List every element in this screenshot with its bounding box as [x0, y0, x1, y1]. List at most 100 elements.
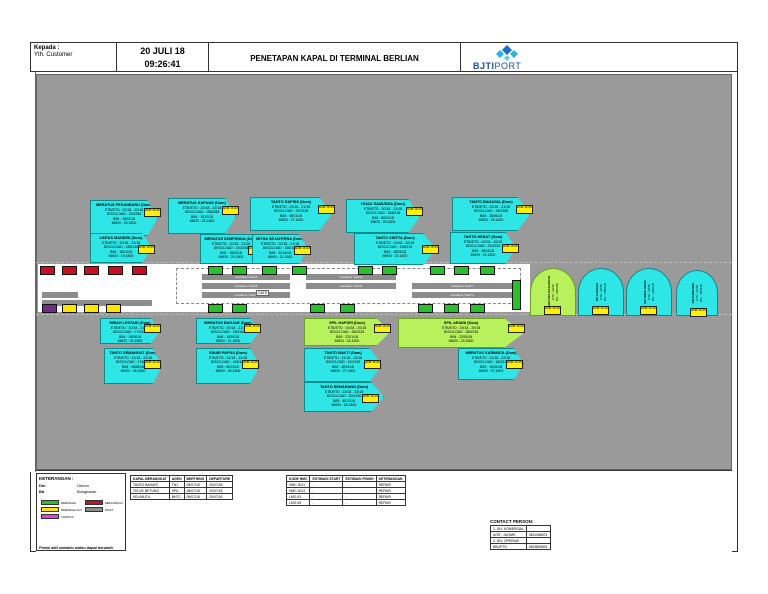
crane-17 [106, 304, 121, 313]
vessel-card: MERATUS KAPUAS (Dom)ETB/ETD : 20/18 - 22… [168, 198, 236, 234]
berth-window-tag: ENB 16.00 [508, 324, 525, 333]
vessel-name: MERATUS BANJAR (Dom) [204, 321, 252, 325]
vessel-l3: B/M : 4503/18 [384, 249, 406, 254]
crane-15 [62, 304, 77, 313]
crane-3 [108, 266, 123, 275]
crane-12 [454, 266, 469, 275]
crane-10 [382, 266, 397, 275]
recipient-cell: Kepada : Yth. Customer [31, 43, 117, 71]
vessel-name: SINAR PAPUA (Dom) [209, 351, 247, 355]
legend-swatch-magenta [41, 514, 59, 519]
berth-window-tag: ENB 16.00 [406, 207, 423, 216]
vessel-l2: DISC/LOAD : 195/210 [377, 245, 413, 249]
logo-thin-text: PORT [494, 61, 522, 71]
vessel-name: TANTO BAKTI (Dom) [324, 351, 362, 355]
vessel-l4: MMSI : 19.1800 [108, 254, 134, 258]
vessel-l2: DISC/LOAD : 155/140 [103, 245, 139, 249]
crane-16 [84, 304, 99, 313]
logo-bold-text: BJTI [473, 61, 495, 71]
vessel-l4: MMSI : 27.1800 [278, 218, 304, 222]
berth-window-tag: ENB 16.00 [144, 208, 161, 217]
berth-window-tag: ENB 16.00 [362, 394, 379, 403]
vessel-l4: MMSI : 26.1800 [215, 369, 241, 373]
report-header: Kepada : Yth. Customer 20 JULI 18 09:26:… [30, 42, 738, 72]
legend-swatch-red [85, 500, 103, 505]
vessel-l4: MMSI : 27.1800 [330, 369, 356, 373]
table-cell: 20/07/18 [206, 493, 234, 500]
vessel-l4: MMSI : 23.1800 [448, 339, 474, 343]
vessel-name: LINTAS MANDIRI (Dom) [99, 236, 143, 240]
vessel-l2: DISC/LOAD : 200/190 [326, 394, 362, 398]
yard-track-3: Container Yard D [306, 274, 396, 280]
vessel-l3: B/M : 2205/18 [450, 334, 472, 339]
vessel-l2: DISC/LOAD : 180/265 [473, 209, 509, 213]
legend-swatch-yellow [41, 507, 59, 512]
crane-24 [470, 304, 485, 313]
crane-18 [208, 304, 223, 313]
table-cell: BBUPTO [490, 543, 527, 550]
berth-window-tag: ENB 16.00 [516, 205, 533, 214]
vessel-l3: B/M : 2414/18 [269, 250, 291, 255]
crane-20 [310, 304, 325, 313]
vessel-l2: DISC/LOAD : 175/190 [115, 360, 151, 364]
table-cell: LMG.08 [285, 499, 311, 506]
table-cell: - [342, 499, 377, 506]
vessel-l3: B/M : 4512/18 [333, 398, 355, 403]
crane-9 [358, 266, 373, 275]
table-cell: KELIMUTU [130, 493, 170, 500]
vessel-name: TANTO SEMARANG (Dom) [320, 385, 368, 389]
vessel-l3: B/M : 1905/18 [119, 334, 141, 339]
crane-8 [292, 266, 307, 275]
vessel-l1: ETB/ETD : 19/18 - 20/18 [327, 325, 367, 330]
berth-window-tag: ENB 16.00 [294, 246, 311, 255]
vessel-l2: DISC/LOAD : 248/216 [365, 211, 401, 215]
vessel-l4: MMSI : 27.1800 [478, 369, 504, 373]
legend-val-2: Bongkaran [77, 489, 97, 494]
table-cell: REPAIR [375, 499, 406, 506]
vessel-l4: MMSI : 21.1800 [215, 339, 241, 343]
yard-track-4: Container Yard E [306, 283, 396, 289]
vessel-l2: DISC/LOAD : 220/280 [106, 212, 142, 216]
crane-23 [444, 304, 459, 313]
vessel-l4: MMSI : 26.1800 [370, 220, 396, 224]
crane-11 [430, 266, 445, 275]
vessel-l2: DISC/LOAD : 280/230 [443, 330, 479, 334]
vessel-name: HIBAH LESTARI (Dom) [109, 321, 151, 325]
datetime-cell: 20 JULI 18 09:26:41 [117, 43, 209, 71]
vessel-l3: B/M : 4508/18 [122, 364, 144, 369]
vessel-l3: B/M : 1512/18 [191, 214, 213, 219]
vessel-l1: ETB/ETD : 20/18 - 22/18 [182, 205, 222, 210]
vessel-l1: ETB/ETD : 21/18 - 22/18 [208, 355, 248, 360]
contact-title: CONTACT PERSON: [490, 519, 534, 524]
yard-track-0: Container Yard A [202, 274, 290, 280]
gate-label: GATE [256, 290, 270, 296]
vessel-l2: DISC/LOAD : 165/188 [262, 246, 298, 250]
crane-22 [418, 304, 433, 313]
report-time: 09:26:41 [144, 59, 181, 69]
vessel-l1: ETB/ETD : 20/18 - 21/18 [101, 240, 141, 245]
vessel-l1: ETB/ETD : 21/18 - 22/18 [323, 355, 363, 360]
vessel-l1: ETB/ETD : 20/18 - 22/18 [104, 207, 144, 212]
crane-6 [232, 266, 247, 275]
bjti-logo-icon [496, 45, 518, 61]
vessel-l3: B/M : 6011/18 [217, 364, 239, 369]
berth-window-tag: ENB 16.00 [544, 306, 561, 315]
vessel-name: MITRA SEJAHTERA (Dom) [256, 237, 304, 241]
yard-track-left-0 [42, 300, 152, 306]
berth-window-tag: ENB 16.00 [144, 324, 161, 333]
vessel-l4: MMSI : 25.1800 [189, 219, 215, 223]
vessel-name: MERATUS PEKANBARU (Dom) [96, 203, 152, 207]
vessel-l3: B/M : 4501/18 [280, 213, 302, 218]
vessel-l2: DISC/LOAD : 230/228 [273, 209, 309, 213]
vessel-l3: B/M : 8002/18 [372, 215, 394, 220]
legend-swatch-grey [85, 507, 103, 512]
vessel-name: MERATUS KARIMATA (Dom) [465, 351, 517, 355]
vessel-l3: B/M : 1601/18 [110, 249, 132, 254]
yard-track-5: Container Yard F [412, 283, 512, 289]
berth-window-tag: ENB 16.00 [502, 244, 519, 253]
